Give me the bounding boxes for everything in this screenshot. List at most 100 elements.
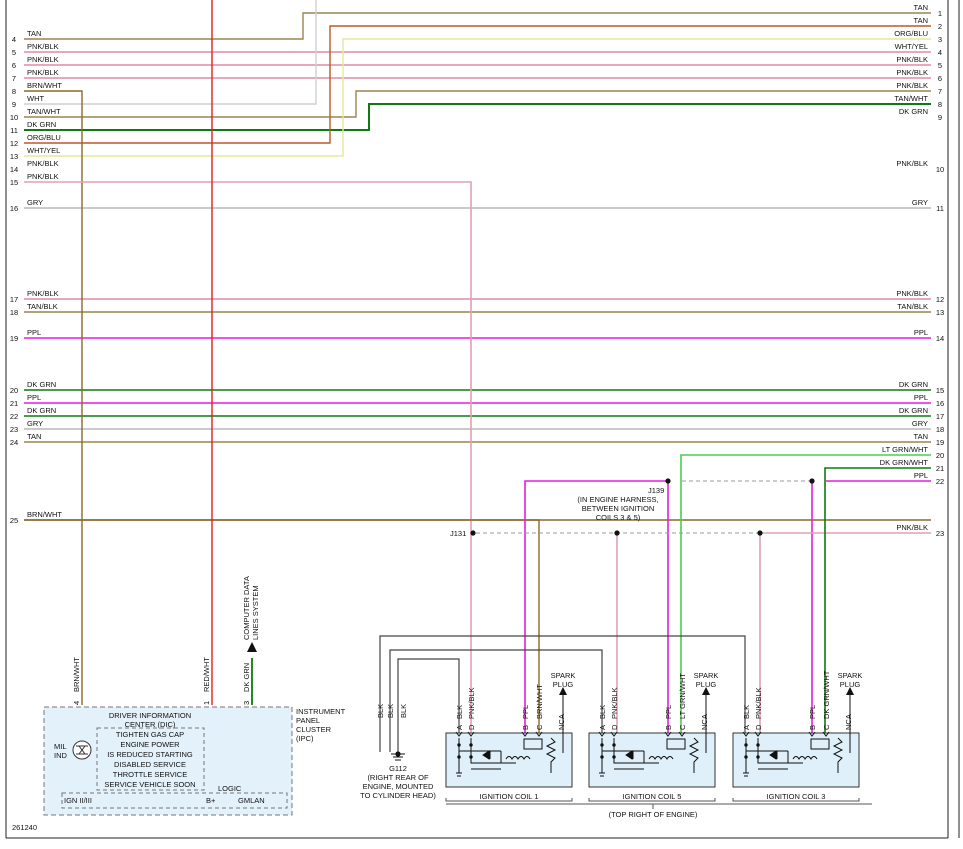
ipc-message-3: IS REDUCED STARTING — [107, 750, 193, 759]
right-wire-label: GRY — [912, 419, 928, 428]
left-pin-number: 23 — [10, 425, 18, 434]
spark-arrow-icon — [846, 687, 854, 695]
ipc-inner-box — [61, 792, 288, 809]
left-pin-number: 17 — [10, 295, 18, 304]
wire-blk-coil1 — [397, 658, 460, 752]
left-wire-label: TAN — [27, 432, 41, 441]
right-wire-label: ORG/BLU — [894, 29, 928, 38]
right-wire-label: PNK/BLK — [896, 81, 928, 90]
right-wire-label: DK GRN — [899, 380, 928, 389]
right-wire-label: TAN — [914, 432, 928, 441]
ipc-pin-3: 3 — [242, 701, 251, 705]
coil-wire-label: LT GRN/WHT — [678, 673, 687, 719]
connector-pin-icon — [598, 731, 606, 737]
coil-wire-label: PPL — [521, 705, 530, 719]
coil-pin-letter: A — [742, 725, 751, 730]
coil-bracket — [732, 798, 860, 802]
resistor-icon — [832, 737, 844, 773]
spark-arrow-icon — [702, 687, 710, 695]
wire-blk-coil5 — [389, 649, 603, 752]
ipc-title-line2: PANEL — [296, 716, 320, 725]
right-pin-number: 23 — [936, 529, 944, 538]
right-wire-label: TAN — [914, 3, 928, 12]
splice-j139-note-2: BETWEEN IGNITION — [582, 504, 655, 513]
right-pin-number: 4 — [938, 48, 942, 57]
wire-brn-wht-coil1 — [24, 519, 540, 735]
left-wire-label: DK GRN — [27, 380, 56, 389]
right-pin-number: 22 — [936, 477, 944, 486]
left-pin-number: 25 — [10, 516, 18, 525]
ground-name: G112 — [389, 764, 407, 773]
coil-wire-label: PPL — [808, 705, 817, 719]
coils-group-bracket — [446, 803, 872, 809]
left-pin-number: 14 — [10, 165, 18, 174]
left-pin-number: 5 — [12, 48, 16, 57]
node-dot — [457, 743, 461, 747]
splice-j131-dot — [470, 530, 476, 536]
left-wire-label: PNK/BLK — [27, 172, 59, 181]
ipc-bplus-label: B+ — [206, 796, 216, 805]
ipc-message-1: TIGHTEN GAS CAP — [116, 730, 184, 739]
right-wire-label: PPL — [914, 328, 928, 337]
connector-pin-icon — [678, 731, 686, 737]
coil-wire-label: PNK/BLK — [610, 687, 619, 719]
right-wire-label: TAN/WHT — [894, 94, 928, 103]
coil-ground-icon — [599, 772, 605, 777]
ground-splice-dot — [395, 751, 401, 757]
right-pin-number: 10 — [936, 165, 944, 174]
coil-wire-label: PNK/BLK — [754, 687, 763, 719]
left-wire-label: BRN/WHT — [27, 81, 62, 90]
ground-wire-3: BLK — [399, 704, 408, 718]
ipc-wire-brn-wht: BRN/WHT — [72, 657, 81, 692]
coil-pin-letter: D — [467, 724, 476, 730]
ipc-ign-label: IGN II/III — [64, 796, 92, 805]
connector-pin-icon — [742, 731, 750, 737]
ipc-message-6: SERVICE VEHICLE SOON — [104, 780, 195, 789]
left-wire-label: PNK/BLK — [27, 159, 59, 168]
resistor-icon — [545, 737, 557, 773]
data-line-arrow-icon — [247, 642, 257, 652]
left-wire-label: PNK/BLK — [27, 68, 59, 77]
coil-pin-letter: C — [535, 724, 544, 730]
splice-j131-label: J131 — [450, 529, 466, 538]
spark-plug-label-2: PLUG — [840, 680, 861, 689]
left-pin-number: 22 — [10, 412, 18, 421]
spark-plug-label: SPARK — [551, 671, 576, 680]
coil-winding-icon — [792, 756, 818, 760]
connector-pin-icon — [754, 731, 762, 737]
coil-pin-letter: B — [664, 725, 673, 730]
spark-plug-label: SPARK — [838, 671, 863, 680]
left-wire-label: PNK/BLK — [27, 55, 59, 64]
connector-pin-icon — [808, 731, 816, 737]
right-pin-number: 20 — [936, 451, 944, 460]
coil-layer: ABLKDPNK/BLKBPPLCBRN/WHTNCASPARKPLUGIGNI… — [445, 670, 872, 809]
right-wire-label: PPL — [914, 471, 928, 480]
splice-j139-note-1: (IN ENGINE HARNESS, — [577, 495, 658, 504]
left-pin-number: 24 — [10, 438, 18, 447]
right-wire-label: LT GRN/WHT — [882, 445, 928, 454]
spark-plug-label: SPARK — [694, 671, 719, 680]
left-pin-number: 19 — [10, 334, 18, 343]
coil-wire-label: DK GRN/WHT — [822, 670, 831, 719]
right-pin-number: 2 — [938, 22, 942, 31]
right-wire-label: GRY — [912, 198, 928, 207]
left-pin-number: 18 — [10, 308, 18, 317]
ipc-message-2: ENGINE POWER — [120, 740, 180, 749]
ipc-wire-red-wht: RED/WHT — [202, 657, 211, 692]
coil-wire-label: BLK — [455, 705, 464, 719]
splice-j139-note-3: COILS 3 & 5) — [596, 513, 641, 522]
coil-wire-label: PPL — [664, 705, 673, 719]
left-wire-label: BRN/WHT — [27, 510, 62, 519]
spark-plug-label-2: PLUG — [553, 680, 574, 689]
left-pin-number: 9 — [12, 100, 16, 109]
left-pin-number: 8 — [12, 87, 16, 96]
node-dot — [600, 755, 604, 759]
ground-note-1: (RIGHT REAR OF — [367, 773, 429, 782]
node-dot — [600, 743, 604, 747]
coil-bracket — [445, 798, 573, 802]
left-pin-number: 12 — [10, 139, 18, 148]
right-wire-label: DK GRN — [899, 107, 928, 116]
coil-module-icon — [666, 738, 686, 750]
